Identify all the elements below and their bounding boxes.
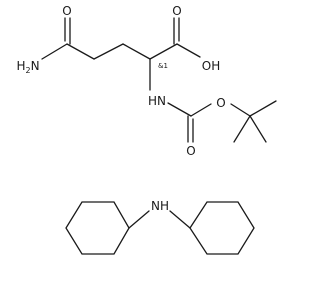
carbamate-c-o-ester-bond	[190, 103, 212, 117]
chemical-structure-diagram: O H2N O OH &1 HN O O NH	[16, 4, 277, 255]
acid-oxygen-label: O	[172, 4, 181, 18]
amine-nh-label: NH	[151, 199, 169, 213]
acid-c-c-bond	[149, 43, 178, 60]
acid-oh-label: OH	[202, 59, 220, 73]
carbamate-n-c-bond	[167, 102, 192, 117]
left-cyclohexane-ring	[65, 201, 130, 255]
tbutyl-methyl-bond-2	[249, 115, 267, 143]
nh-left-ring-bond	[128, 210, 150, 229]
carbamate-oxygen-label: O	[186, 144, 195, 158]
boc-glutamine-molecule: O H2N O OH &1 HN O O	[16, 4, 277, 158]
right-cyclohexane-ring	[189, 201, 255, 255]
ester-oxygen-label: O	[216, 96, 225, 110]
amide-oxygen-label: O	[62, 4, 71, 18]
dicyclohexylamine-molecule: NH	[65, 199, 255, 255]
tbutyl-methyl-bond-3	[233, 115, 251, 143]
tbutyl-methyl-bond-1	[249, 100, 277, 117]
ester-o-c-bond	[230, 103, 251, 117]
chain-bond-3	[122, 43, 151, 60]
chain-bond-1	[66, 43, 95, 60]
stereo-label: &1	[158, 62, 168, 70]
acid-c-oh-bond	[176, 43, 201, 58]
chain-bond-2	[93, 43, 124, 60]
carbamate-nh-label: HN	[148, 94, 166, 108]
amide-nh2-label: H2N	[16, 59, 39, 75]
amide-c-n-bond	[41, 43, 68, 60]
nh-right-ring-bond	[169, 210, 191, 229]
